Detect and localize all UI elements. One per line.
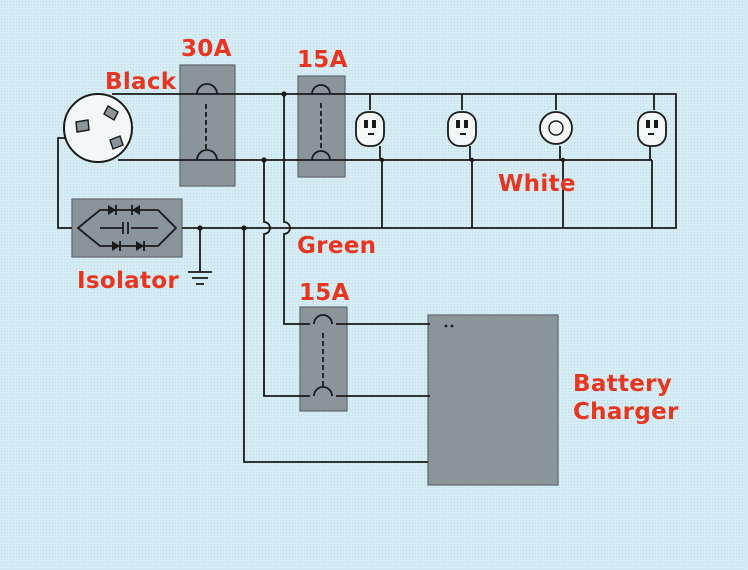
- charger-feed-wires: [243, 94, 454, 463]
- charger-hot-feed: [283, 94, 310, 325]
- duplex-outlet-icon: [447, 111, 477, 147]
- breaker-15a-bottom: [313, 314, 333, 397]
- isolator-label: Isolator: [77, 268, 179, 294]
- battery-charger-box: [427, 314, 559, 486]
- white-wire-label: White: [498, 171, 576, 197]
- breaker-15a-bottom-label: 15A: [299, 280, 350, 306]
- breaker-15a-top: [311, 84, 331, 161]
- neutral-wire-white: [118, 159, 653, 228]
- charger-neutral-feed: [263, 160, 310, 397]
- breaker-30a-box: [179, 64, 236, 187]
- round-outlet-icon: [539, 111, 573, 145]
- ground-wire: [57, 137, 72, 229]
- breaker-15a-top-label: 15A: [297, 47, 348, 73]
- ground-symbol-icon: [188, 271, 212, 285]
- junction-dots: [197, 91, 566, 231]
- diode-bridge-icon: [76, 205, 178, 251]
- breaker-15a-top-box: [297, 75, 346, 178]
- outlet-branch-wires: [369, 94, 655, 160]
- green-wire-label: Green: [297, 233, 377, 259]
- duplex-outlet-icon: [637, 111, 667, 147]
- isolator-box: [71, 198, 183, 258]
- battery-charger-label-line2: Charger: [573, 399, 679, 425]
- twist-lock-inlet-icon: [63, 93, 133, 163]
- battery-charger-label: Battery Charger: [573, 370, 703, 426]
- duplex-outlet-icon: [355, 111, 385, 147]
- charger-ground-feed: [243, 228, 428, 463]
- hot-wire-black: [112, 93, 677, 229]
- battery-charger-label-line1: Battery: [573, 371, 673, 397]
- black-wire-label: Black: [105, 69, 177, 95]
- main-wires: [57, 93, 677, 272]
- breaker-30a-label: 30A: [181, 36, 232, 62]
- breaker-30a: [196, 83, 218, 161]
